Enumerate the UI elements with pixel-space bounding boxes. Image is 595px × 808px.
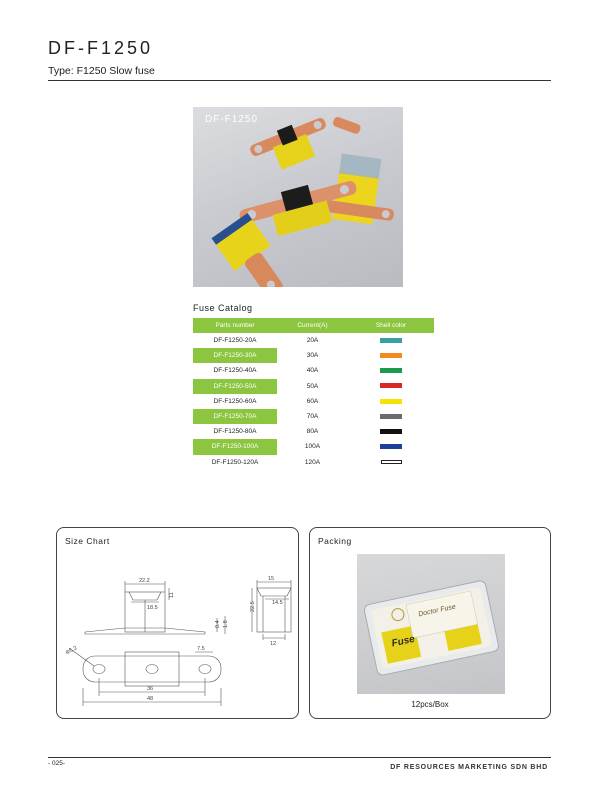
fuse-catalog-table: Parts number Current(A) Shell color DF-F… (193, 318, 434, 470)
cell-color (348, 408, 434, 425)
cell-current: 30A (277, 348, 348, 364)
cell-color (348, 439, 434, 455)
cell-part: DF-F1250-100A (193, 439, 277, 455)
color-swatch (380, 444, 402, 450)
header-divider (48, 80, 551, 81)
dim-top-height: 11 (169, 592, 175, 598)
dim-inner-length: 36 (147, 686, 153, 692)
size-chart-drawing: 22.2 11 18.5 0.4 1.8 15 14.5 22.5 12 Φ5.… (65, 576, 292, 706)
cell-current: 50A (277, 378, 348, 394)
dim-lead-b: 1.8 (223, 620, 229, 628)
color-swatch (380, 398, 402, 404)
dim-side-body: 14.5 (272, 600, 283, 606)
cell-current: 60A (306, 397, 319, 405)
table-row: DF-F1250-100A 100A (193, 439, 434, 455)
table-row: DF-F1250-120A 120A (193, 455, 434, 470)
dim-top-width: 22.2 (139, 578, 150, 584)
table-row: DF-F1250-40A 40A (193, 363, 434, 378)
cell-current: 70A (277, 408, 348, 425)
header-parts-number: Parts number (193, 318, 277, 333)
table-row: DF-F1250-70A 70A (193, 408, 434, 425)
page-number: - 025- (48, 760, 65, 767)
product-photo: DF-F1250 (193, 107, 403, 287)
dim-side-height: 22.5 (250, 601, 256, 612)
cell-color (348, 378, 434, 394)
color-swatch (380, 459, 402, 464)
cell-part: DF-F1250-60A (213, 397, 257, 405)
cell-current: 100A (277, 439, 348, 455)
packing-panel: Packing Doctor Fuse Fuse 12pcs/Box (309, 527, 551, 719)
page-title: DF-F1250 (48, 38, 154, 58)
cell-current: 20A (306, 337, 319, 345)
product-photo-illustration (211, 117, 394, 287)
dim-body-width: 18.5 (147, 605, 158, 611)
packing-caption: 12pcs/Box (411, 700, 449, 709)
dim-side-base: 12 (270, 641, 276, 647)
cell-part: DF-F1250-80A (213, 428, 257, 436)
cell-part: DF-F1250-20A (213, 337, 257, 345)
size-chart-title: Size Chart (65, 536, 110, 546)
color-swatch (380, 383, 402, 389)
company-name: DF RESOURCES MARKETING SDN BHD (390, 764, 548, 771)
packing-box-illustration: Doctor Fuse Fuse (363, 580, 499, 676)
dim-lead-a: 0.4 (215, 620, 221, 628)
footer-divider (48, 757, 551, 758)
cell-part: DF-F1250-120A (211, 458, 259, 466)
cell-current: 80A (306, 428, 319, 436)
packing-title: Packing (318, 536, 352, 546)
color-swatch (380, 353, 402, 359)
dim-hole-offset: 7.5 (197, 646, 205, 652)
box-label-text: Fuse (391, 634, 417, 650)
dim-total-length: 48 (147, 696, 153, 702)
table-row: DF-F1250-60A 60A (193, 394, 434, 409)
table-row: DF-F1250-80A 80A (193, 424, 434, 439)
packing-photo: Doctor Fuse Fuse (357, 554, 505, 694)
cell-color (348, 348, 434, 364)
cell-color (348, 363, 434, 378)
catalog-title: Fuse Catalog (193, 303, 253, 313)
cell-color (348, 424, 434, 439)
photo-label: DF-F1250 (205, 114, 259, 125)
page-subtitle: Type: F1250 Slow fuse (48, 65, 155, 77)
cell-color (348, 455, 434, 470)
size-chart-panel: Size Chart (56, 527, 299, 719)
cell-part: DF-F1250-50A (193, 378, 277, 394)
cell-part: DF-F1250-30A (193, 348, 277, 364)
color-swatch (380, 413, 402, 419)
cell-color (348, 333, 434, 348)
cell-current: 40A (306, 367, 319, 375)
color-swatch (380, 337, 402, 343)
table-row: DF-F1250-50A 50A (193, 378, 434, 394)
dim-side-top: 15 (268, 576, 274, 582)
cell-part: DF-F1250-40A (213, 367, 257, 375)
table-row: DF-F1250-20A 20A (193, 333, 434, 348)
cell-current: 120A (304, 458, 321, 466)
header-current: Current(A) (277, 318, 348, 333)
dim-hole: Φ5.2 (65, 645, 78, 656)
table-row: DF-F1250-30A 30A (193, 348, 434, 364)
color-swatch (380, 429, 402, 434)
table-header-row: Parts number Current(A) Shell color (193, 318, 434, 333)
cell-color (348, 394, 434, 409)
cell-part: DF-F1250-70A (193, 408, 277, 425)
header-shell-color: Shell color (348, 318, 434, 333)
color-swatch (380, 368, 402, 374)
